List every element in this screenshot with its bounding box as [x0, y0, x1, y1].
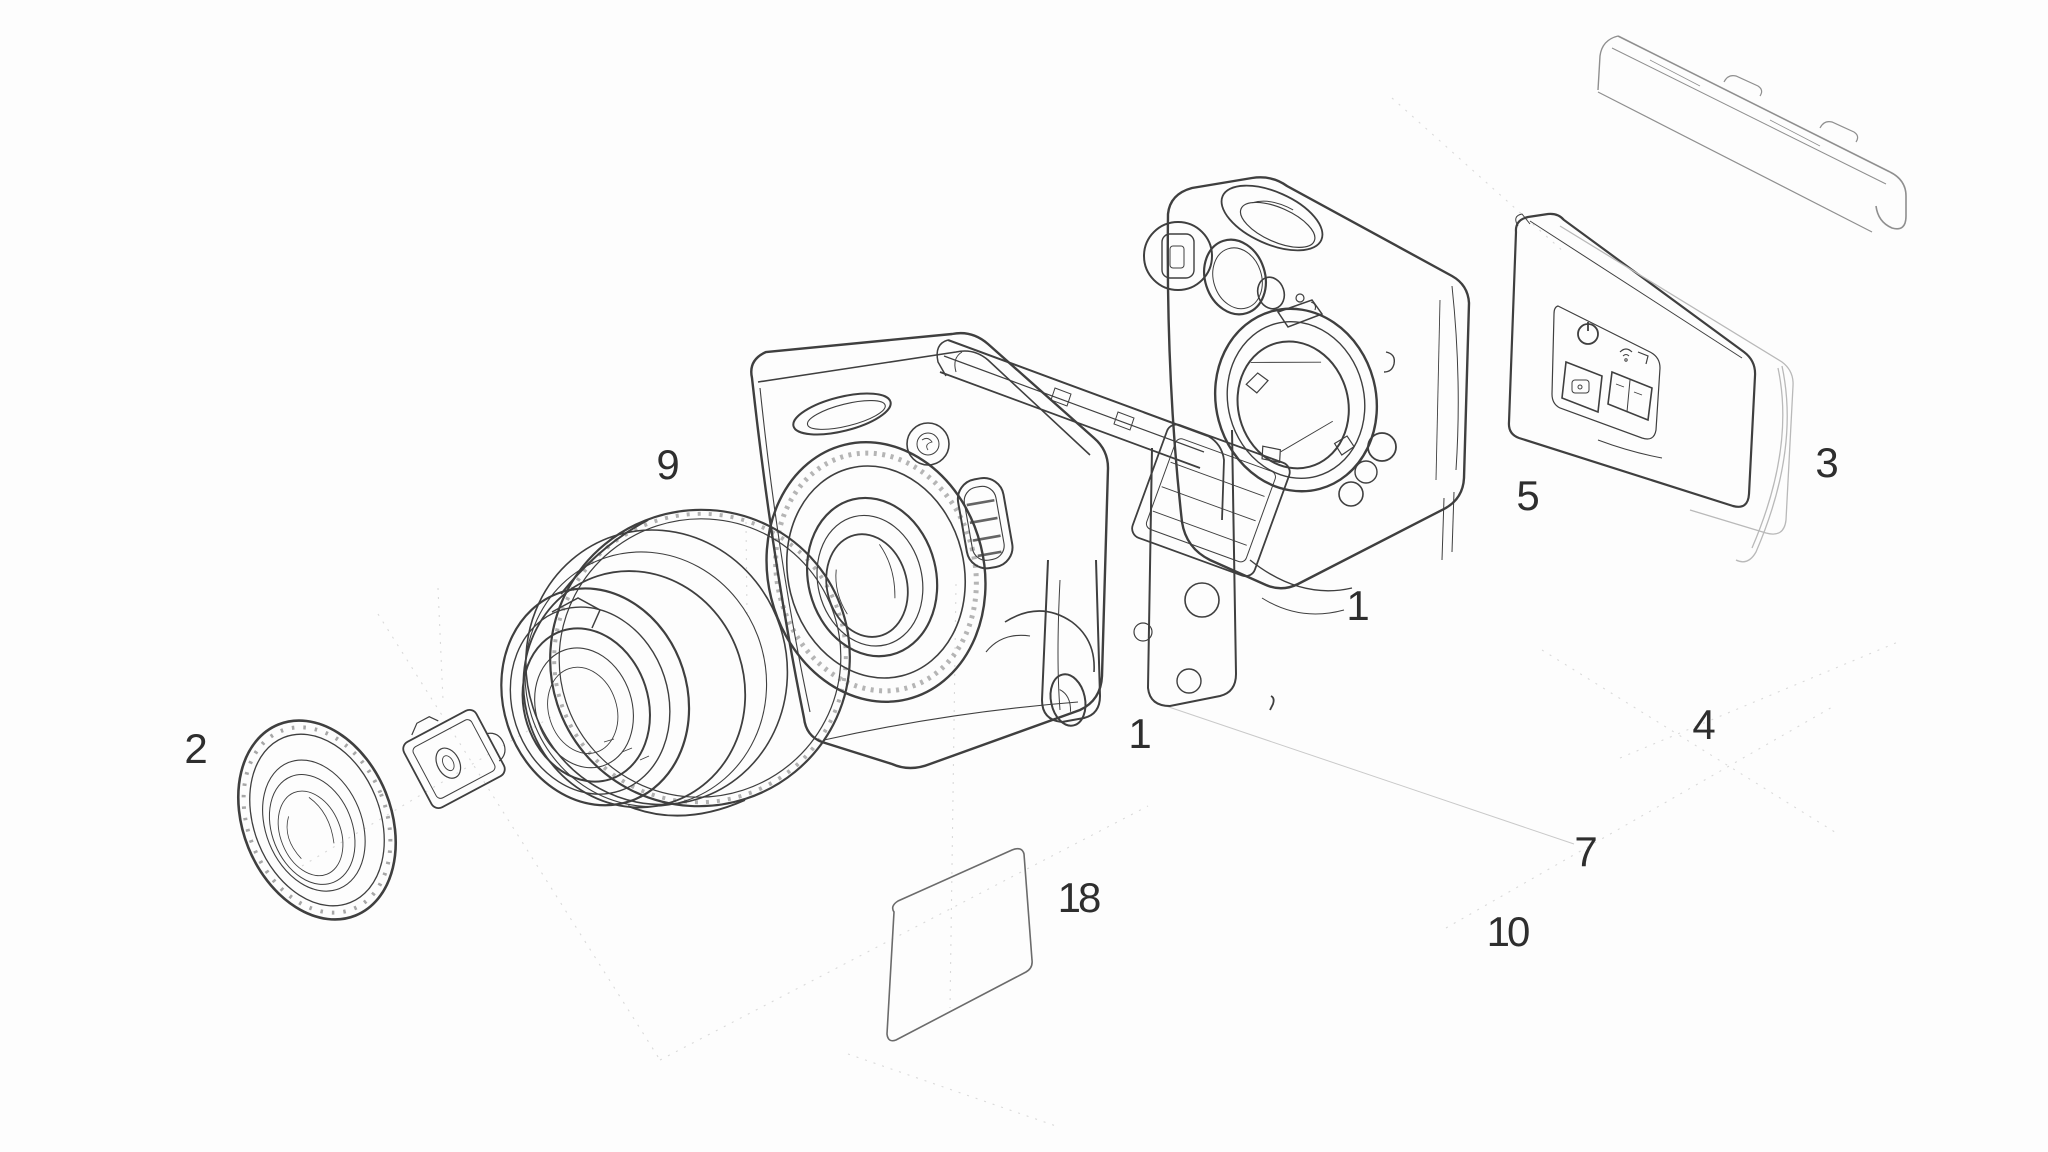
lens-cap-ring [236, 719, 398, 921]
part-labels: 2 9 1 1 5 3 4 7 10 18 [184, 439, 1838, 955]
part-label-1a: 1 [1128, 710, 1151, 757]
strip-end-hook [1875, 171, 1907, 230]
front-cover-outline [750, 331, 1110, 770]
flash-button [1561, 360, 1603, 414]
wifi-icon [1619, 348, 1633, 362]
lens-barrel-assembly [500, 508, 851, 817]
part-label-7: 7 [1574, 828, 1597, 875]
part-label-10: 10 [1487, 908, 1529, 955]
chassis-leg-left [1040, 559, 1102, 724]
front-cover-top-bevel [757, 350, 1091, 456]
power-icon [1577, 322, 1599, 345]
latch-plate [402, 709, 506, 809]
lens-cap-outer-rim [236, 719, 398, 921]
chassis-top-rail [936, 339, 1225, 521]
part-label-3: 3 [1815, 439, 1838, 486]
back-panel-outline [1507, 212, 1757, 508]
barrel-index-tab [551, 597, 601, 629]
barrel-top-silhouette [560, 519, 649, 595]
strip-notch [1819, 121, 1859, 143]
viewfinder-window [792, 392, 892, 436]
part-label-18: 18 [1058, 874, 1100, 921]
grip-contours [985, 610, 1095, 727]
side-screws [1338, 432, 1397, 507]
back-panel-hinge-hook [1515, 213, 1531, 227]
barrel-front-opening [521, 627, 651, 783]
strap-lug [1049, 673, 1087, 727]
main-chassis [936, 339, 1275, 724]
flash-window [956, 477, 1014, 570]
chassis-leg-right [1133, 429, 1238, 708]
mode-buttons [1607, 370, 1653, 422]
front-cover-bottom-bevel [823, 701, 1079, 741]
barrel-bottom-silhouette [627, 799, 746, 817]
lens-cap-knurl-texture [241, 725, 393, 915]
construction-lines [301, 97, 1899, 1127]
latch-hook-mark [1383, 351, 1396, 373]
front-cover-left-bevel [759, 387, 811, 713]
barrel-knurl-texture [552, 511, 848, 805]
strip-notch [1723, 75, 1763, 97]
stray-mark [1269, 695, 1275, 711]
latch-knob [435, 747, 462, 779]
shutter-button [1220, 184, 1324, 252]
part-label-4: 4 [1692, 701, 1715, 748]
bayonet-tab [1245, 372, 1269, 394]
part-label-5: 5 [1516, 472, 1539, 519]
film-chamber [1131, 423, 1291, 578]
chassis-hole-large [1184, 582, 1220, 618]
bayonet-tab [1333, 435, 1355, 456]
back-button-panel [1507, 212, 1757, 508]
top-cover-strip [1597, 35, 1907, 233]
mode-icon [1637, 351, 1649, 365]
film-sheet [886, 847, 1033, 1042]
viewfinder-eyepiece [1143, 221, 1213, 291]
chassis-hole-small [1133, 622, 1153, 642]
part-label-2: 2 [184, 725, 207, 772]
bottom-grip-contours [1249, 559, 1353, 615]
back-door-outline [1559, 225, 1794, 563]
button-plate-border [1551, 305, 1661, 440]
front-cover [750, 331, 1110, 770]
barrel-rear-flange [549, 508, 851, 808]
mount-notch [1276, 299, 1324, 328]
sensor-window [1256, 276, 1286, 310]
viewfinder-objective [1203, 238, 1267, 316]
side-panel-seams [1435, 285, 1459, 561]
part-label-9: 9 [656, 441, 679, 488]
chassis-hole-mid [1176, 668, 1202, 694]
pointer-line-part7 [1153, 701, 1575, 845]
rear-body [1131, 176, 1471, 615]
part-label-1b: 1 [1346, 582, 1369, 629]
